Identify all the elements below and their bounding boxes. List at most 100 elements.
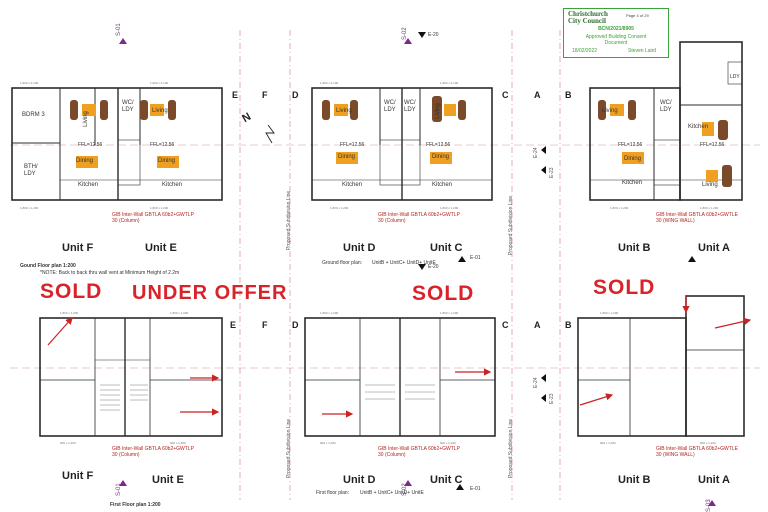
wall-spec-d-c-first: GIB Inter-Wall GBTLA 60b2+GWTLP 30 (Colu… — [378, 446, 460, 458]
unit-label-f-first: Unit F — [62, 470, 94, 482]
stamp-status: Approved Building Consent Document — [585, 34, 647, 46]
view-label-e23: E-23 — [549, 167, 555, 178]
grid-letter-b-first: B — [565, 320, 572, 330]
unit-label-c: Unit C — [430, 242, 463, 254]
room-living-f: Living — [82, 111, 89, 127]
ground-plan-unit-f-e — [11, 87, 223, 201]
room-ldy-a: LDY — [730, 74, 740, 80]
room-dining-e: Dining — [158, 158, 176, 164]
grid-letter-a: A — [534, 90, 541, 100]
horizontal-gridlines — [10, 144, 760, 369]
svg-text:1,900 x 2,100: 1,900 x 2,100 — [150, 81, 169, 85]
wall-spec-d-c: GIB Inter-Wall GBTLA 60b2+GWTLP 30 (Colu… — [378, 212, 460, 224]
svg-text:1,800 x 1,200: 1,800 x 1,200 — [440, 206, 459, 210]
unit-label-b: Unit B — [618, 242, 651, 254]
view-label-e20-mid: E-20 — [428, 264, 439, 270]
subdivision-label-1: Proposed Subdivision Line — [286, 190, 292, 250]
ground-plan-title: Gound Floor plan 1:200 — [20, 263, 76, 269]
room-living-a: Living — [702, 182, 718, 188]
unit-label-e: Unit E — [145, 242, 177, 254]
svg-text:1,800 x 1,000: 1,800 x 1,000 — [600, 311, 619, 315]
stamp-date: 18/02/2022 — [572, 48, 598, 54]
view-label-e01-bottom: E-01 — [470, 486, 481, 492]
grid-letter-f: F — [262, 90, 268, 100]
grid-letter-c-first: C — [502, 320, 509, 330]
room-wc-ldy-d: WC/ LDY — [384, 100, 396, 113]
sold-label-unit-f: SOLD — [40, 280, 103, 303]
section-label-s02-top: S-02 — [402, 27, 408, 40]
ffl-c: FFL=12.56 — [426, 142, 451, 148]
subdivision-label-2: Proposed Subdivision Line — [508, 195, 514, 255]
dimension-strings: 1,900 x 2,100 1,900 x 2,100 1,900 x 2,100… — [20, 81, 719, 445]
section-markers — [119, 38, 716, 506]
room-kitchen-f: Kitchen — [78, 182, 99, 188]
room-dining-b: Dining — [624, 156, 642, 162]
grid-letter-d-first: D — [292, 320, 299, 330]
room-kitchen-b: Kitchen — [622, 180, 643, 186]
north-arrow-icon: N — [240, 111, 275, 144]
svg-text:1,800 x 1,000: 1,800 x 1,000 — [60, 311, 79, 315]
first-plan-title: First Floor plan 1:200 — [110, 502, 161, 508]
section-label-s01-bottom: S-01 — [116, 483, 122, 496]
ffl-f: FFL=12.56 — [78, 142, 103, 148]
room-kitchen-a: Kitchen — [688, 124, 709, 130]
ground-plan-unit-b-a — [589, 41, 743, 201]
wall-spec-b-a: GIB Inter-Wall GBTLA 60b2+GWTLE 30 (WING… — [656, 212, 738, 224]
section-label-s01-top: S-01 — [116, 23, 122, 36]
svg-text:900 x 1,200: 900 x 1,200 — [440, 441, 456, 445]
gridlines — [239, 30, 561, 500]
unit-label-b-first: Unit B — [618, 474, 651, 486]
room-dining-d: Dining — [338, 154, 356, 160]
unit-label-a-first: Unit A — [698, 474, 730, 486]
room-living-e: Living — [152, 108, 168, 114]
svg-text:1,800 x 1,000: 1,800 x 1,000 — [170, 311, 189, 315]
room-wc-ldy-b: WC/ LDY — [660, 100, 672, 113]
grid-letter-b: B — [565, 90, 572, 100]
unit-label-d-first: Unit D — [343, 474, 376, 486]
ffl-e: FFL=12.56 — [150, 142, 175, 148]
unit-label-a: Unit A — [698, 242, 730, 254]
first-unit-formula: UnitB + UnitC+ UnitD+ UnitE — [360, 490, 424, 496]
view-label-e20-top: E-20 — [428, 32, 439, 38]
room-kitchen-c: Kitchen — [432, 182, 453, 188]
svg-text:1,800 x 1,000: 1,800 x 1,000 — [320, 311, 339, 315]
svg-text:1,800 x 1,200: 1,800 x 1,200 — [20, 206, 39, 210]
sold-label-unit-b: SOLD — [593, 276, 656, 299]
grid-letter-f-first: F — [262, 320, 268, 330]
room-dining-f: Dining — [76, 158, 94, 164]
ffl-a: FFL=12.56 — [700, 142, 725, 148]
first-plan-unit-f-e — [39, 317, 223, 437]
ground-furniture — [70, 96, 732, 187]
grid-letter-a-first: A — [534, 320, 541, 330]
svg-text:1,900 x 2,100: 1,900 x 2,100 — [320, 81, 339, 85]
svg-text:N: N — [240, 111, 253, 125]
view-label-e24-first: E-24 — [533, 377, 539, 388]
room-living-c: Living — [434, 103, 441, 119]
wall-spec-f-e: GIB Inter-Wall GBTLA 60b2+GWTLP 30 (Colu… — [112, 212, 194, 224]
svg-text:1,800 x 1,200: 1,800 x 1,200 — [150, 206, 169, 210]
room-bth-ldy: BTH/ LDY — [24, 164, 38, 177]
view-markers — [418, 32, 696, 490]
svg-text:900 x 1,200: 900 x 1,200 — [60, 441, 76, 445]
svg-text:900 x 1,200: 900 x 1,200 — [170, 441, 186, 445]
sold-label-unit-c: SOLD — [412, 282, 475, 305]
svg-text:900 x 1,200: 900 x 1,200 — [320, 441, 336, 445]
room-living-d: Living — [336, 108, 352, 114]
wall-spec-b-a-first: GIB Inter-Wall GBTLA 60b2+GWTLE 30 (WING… — [656, 446, 738, 458]
view-label-e23-first: E-23 — [549, 393, 555, 404]
room-wc-ldy-e: WC/ LDY — [122, 100, 134, 113]
ffl-d: FFL=12.56 — [340, 142, 365, 148]
room-kitchen-d: Kitchen — [342, 182, 363, 188]
room-living-b: Living — [602, 108, 618, 114]
svg-text:1,900 x 2,100: 1,900 x 2,100 — [20, 81, 39, 85]
svg-text:1,800 x 1,200: 1,800 x 1,200 — [610, 206, 629, 210]
section-label-s03: S-03 — [706, 499, 712, 512]
ground-unit-formula: UnitB + UnitC+ UnitD+ UnitE — [372, 260, 436, 266]
grid-letter-e-first: E — [230, 320, 237, 330]
room-bdrm3: BDRM 3 — [22, 112, 45, 118]
ffl-b: FFL=12.56 — [618, 142, 643, 148]
red-arrows — [47, 296, 752, 418]
unit-label-e-first: Unit E — [152, 474, 184, 486]
stamp-officer: Steven Laird — [628, 48, 657, 54]
